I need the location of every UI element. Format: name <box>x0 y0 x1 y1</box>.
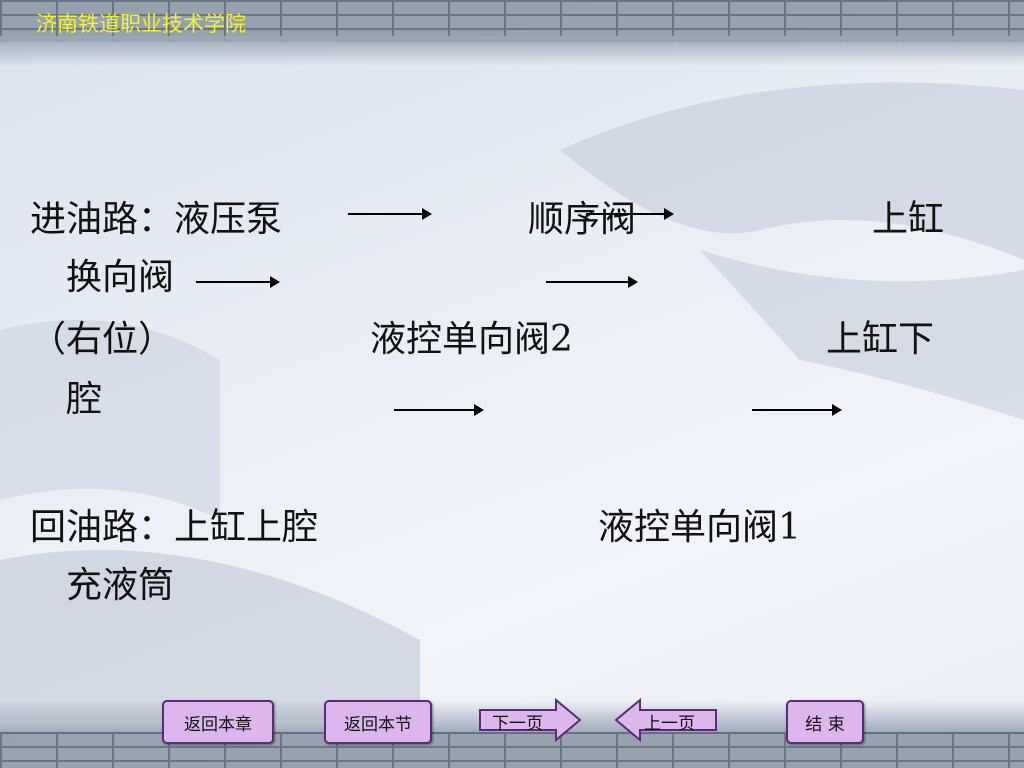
line1-text-b: 顺序阀 <box>528 199 637 240</box>
prev-page-label: 上一页 <box>644 714 695 734</box>
arrow-valve-2 <box>546 276 638 288</box>
back-chapter-button[interactable]: 返回本章 <box>162 700 274 744</box>
line5-text-b: 液控单向阀1 <box>598 507 801 548</box>
arrow-valve-1 <box>196 276 280 288</box>
line1-text-c: 上缸 <box>872 199 945 240</box>
brick-wall-bottom <box>0 732 1024 768</box>
line3-text-c: 上缸下 <box>826 319 935 360</box>
line3-text-b: 液控单向阀2 <box>370 319 573 360</box>
right-arrow-icon <box>479 698 582 742</box>
brick-wall-top <box>0 0 1024 42</box>
arrow-return-1 <box>394 404 484 416</box>
arrow-return-2 <box>752 404 842 416</box>
line2-text: 换向阀 <box>66 257 175 298</box>
next-page-label: 下一页 <box>492 714 543 734</box>
prev-page-button[interactable]: 上一页 <box>614 698 718 742</box>
left-arrow-icon <box>614 698 717 742</box>
header-title: 济南铁道职业技术学院 <box>36 12 246 36</box>
arrow-pump-to-sequence <box>348 208 432 220</box>
line5-text-a: 回油路：上缸上腔 <box>30 507 319 548</box>
end-button[interactable]: 结 束 <box>786 700 864 744</box>
line6-text: 充液筒 <box>66 565 175 606</box>
line4-text: 腔 <box>66 379 103 420</box>
back-section-button[interactable]: 返回本节 <box>324 700 432 744</box>
arrow-sequence-to-cylinder <box>586 208 674 220</box>
next-page-button[interactable]: 下一页 <box>478 698 582 742</box>
line1-text-a: 进油路：液压泵 <box>30 199 283 240</box>
brick-fade-top <box>0 36 1024 66</box>
line3-text-a: （右位） <box>30 319 175 360</box>
